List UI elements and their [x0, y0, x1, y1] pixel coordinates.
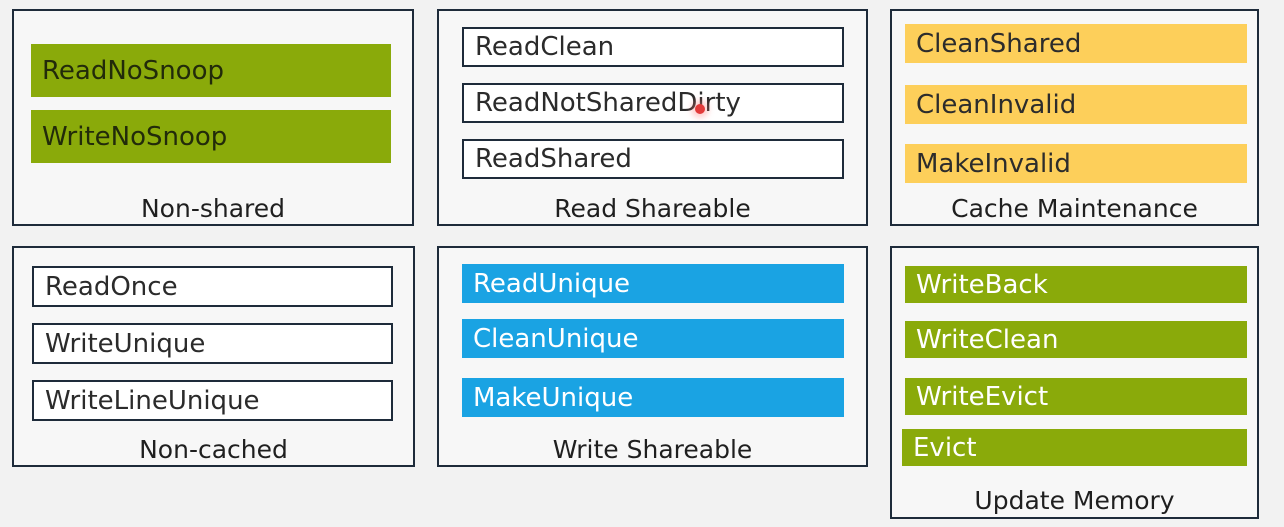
transaction-read-shared: ReadShared — [462, 139, 844, 179]
transaction-write-unique: WriteUnique — [32, 323, 393, 364]
transaction-read-not-shared-dirty: ReadNotSharedDirty — [462, 83, 844, 123]
transaction-clean-unique: CleanUnique — [462, 319, 844, 358]
transaction-write-line-unique: WriteLineUnique — [32, 380, 393, 421]
panel-caption-non-cached: Non-cached — [139, 435, 288, 464]
panel-caption-cache-maintenance: Cache Maintenance — [951, 194, 1198, 223]
transaction-write-back: WriteBack — [905, 266, 1247, 303]
transaction-make-invalid: MakeInvalid — [905, 144, 1247, 183]
transaction-read-no-snoop: ReadNoSnoop — [31, 44, 391, 97]
panel-write-shareable: ReadUnique CleanUnique MakeUnique Write … — [437, 246, 868, 467]
panel-non-cached: ReadOnce WriteUnique WriteLineUnique Non… — [12, 246, 415, 467]
transaction-write-evict: WriteEvict — [905, 378, 1247, 415]
transaction-write-clean: WriteClean — [905, 321, 1247, 358]
transaction-read-clean: ReadClean — [462, 27, 844, 67]
panel-update-memory: WriteBack WriteClean WriteEvict Evict Up… — [890, 246, 1259, 519]
transaction-evict: Evict — [902, 429, 1247, 466]
panel-caption-non-shared: Non-shared — [140, 194, 286, 223]
panel-caption-read-shareable: Read Shareable — [554, 194, 751, 223]
panel-non-shared: ReadNoSnoop WriteNoSnoop Non-shared — [12, 9, 414, 226]
transaction-make-unique: MakeUnique — [462, 378, 844, 417]
panel-caption-update-memory: Update Memory — [974, 486, 1175, 515]
panel-cache-maintenance: CleanShared CleanInvalid MakeInvalid Cac… — [890, 9, 1259, 226]
transaction-read-once: ReadOnce — [32, 266, 393, 307]
pointer-highlight — [695, 104, 705, 114]
transaction-read-unique: ReadUnique — [462, 264, 844, 303]
transaction-clean-invalid: CleanInvalid — [905, 85, 1247, 124]
transaction-clean-shared: CleanShared — [905, 24, 1247, 63]
panel-caption-write-shareable: Write Shareable — [552, 435, 753, 464]
transaction-write-no-snoop: WriteNoSnoop — [31, 110, 391, 163]
panel-read-shareable: ReadClean ReadNotSharedDirty ReadShared … — [437, 9, 868, 226]
